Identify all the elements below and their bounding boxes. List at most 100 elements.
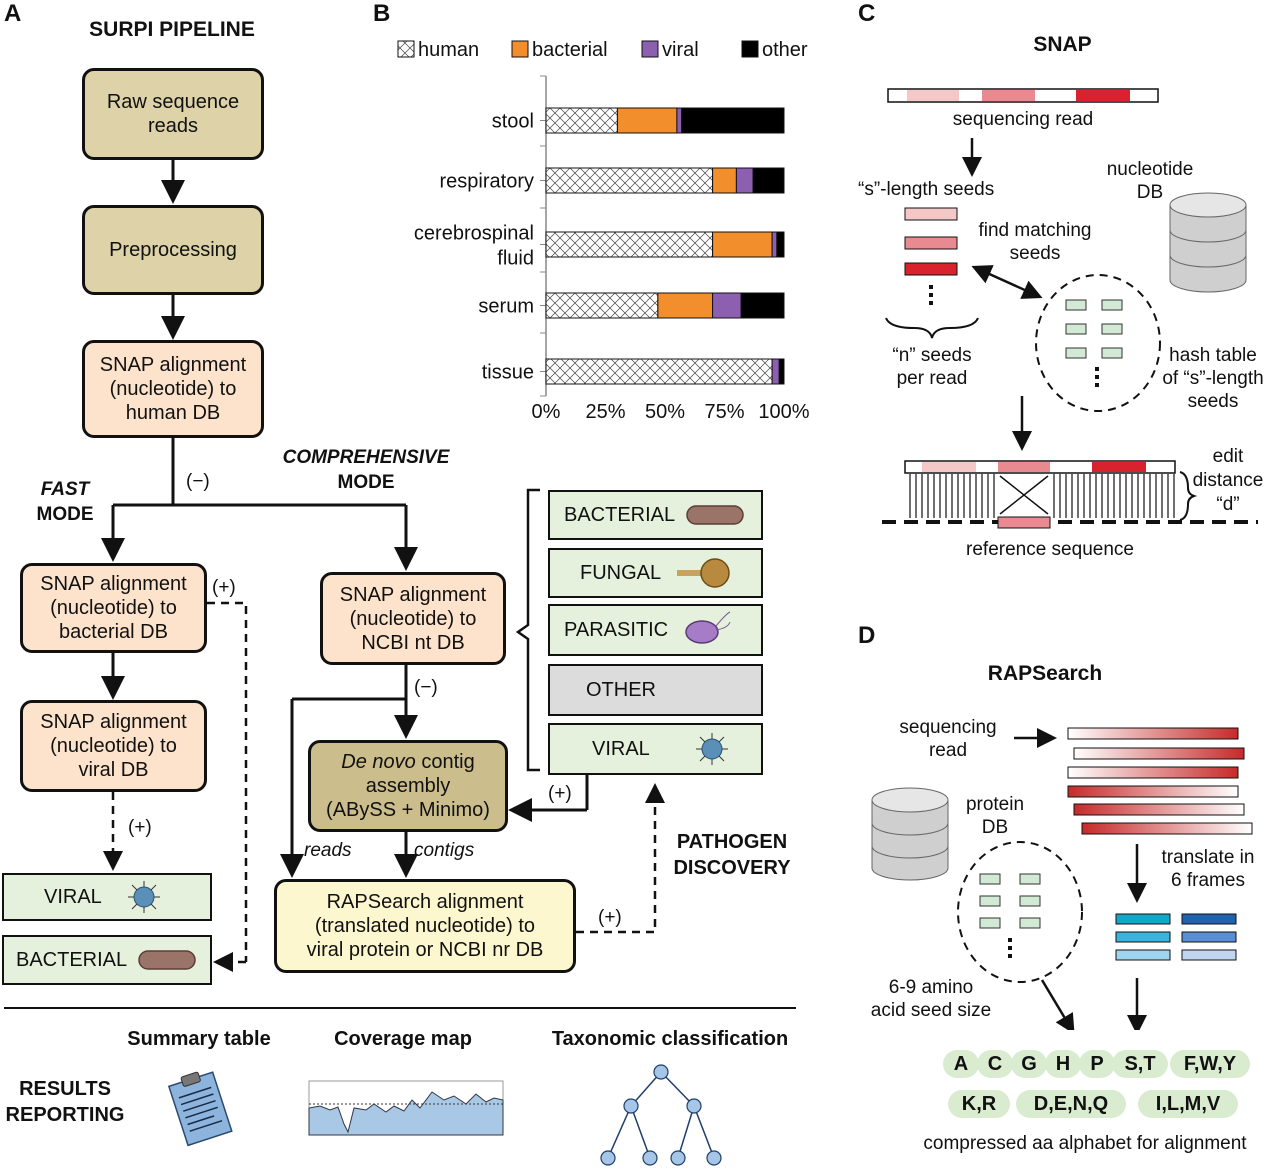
comp-result-bacterial-label: BACTERIAL (564, 503, 676, 526)
fast-mode-label-2: MODE (36, 504, 94, 525)
taxonomy-tree-icon (600, 1064, 722, 1166)
aa-group: F,W,Y (1170, 1050, 1250, 1078)
legend-label-human: human (418, 39, 479, 61)
bar-segment-other (681, 107, 785, 134)
bar-segment-other (778, 358, 785, 385)
category-label: stool (492, 111, 534, 133)
contigs-label: contigs (414, 840, 475, 861)
bar-segment-other (752, 167, 785, 194)
virus-icon (127, 881, 160, 913)
snap-viral-box: SNAP alignment (nucleotide) to viral DB (20, 700, 207, 792)
plus-label-rapsearch: (+) (598, 907, 622, 928)
aa-group: D,E,N,Q (1016, 1090, 1126, 1118)
legend-label-viral: viral (662, 39, 699, 61)
panel-a-connectors (4, 160, 796, 1009)
results-reporting-label: RESULTS REPORTING (5, 1078, 125, 1126)
aa-group: C (977, 1050, 1013, 1078)
reads-label: reads (304, 840, 352, 861)
comprehensive-mode-label: COMPREHENSIVE (282, 447, 450, 468)
edit-distance-label: edit distance “d” (1192, 446, 1264, 515)
de-novo-italic: De novo (341, 751, 416, 773)
comp-result-other: OTHER (548, 664, 763, 716)
x-tick-label: 75% (704, 401, 744, 423)
aa-group: A (943, 1050, 979, 1078)
bar-segment-bacterial (616, 107, 678, 134)
coverage-map-label: Coverage map (334, 1028, 472, 1050)
bar-segment-bacterial (657, 292, 714, 319)
summary-table-label: Summary table (127, 1028, 271, 1050)
fast-result-viral: VIRAL (2, 873, 212, 921)
x-tick-label: 50% (645, 401, 685, 423)
comp-result-parasitic: PARASITIC (548, 604, 763, 656)
translate-label: translate in 6 frames (1161, 847, 1255, 891)
fungus-icon (677, 558, 730, 588)
de-novo-box: De novo contig assembly (ABySS + Minimo) (308, 740, 508, 832)
bar-segment-human (545, 167, 714, 194)
category-label: fluid (497, 248, 534, 270)
legend-label-bacterial: bacterial (532, 39, 608, 61)
preprocessing-box: Preprocessing (82, 205, 264, 295)
x-tick-label: 0% (532, 401, 561, 423)
comp-result-bacterial: BACTERIAL (548, 490, 763, 540)
nucleotide-db-label: nucleotide DB (1106, 159, 1194, 203)
s-seeds-label: “s”-length seeds (858, 179, 995, 200)
comprehensive-mode-label-2: MODE (337, 472, 395, 493)
comp-result-viral-label: VIRAL (592, 737, 650, 760)
category-label: cerebrospinal (414, 223, 534, 245)
legend-swatch-viral (641, 40, 659, 58)
raw-reads-box: Raw sequence reads (82, 68, 264, 160)
bar-segment-human (545, 292, 659, 319)
comp-result-fungal-label: FUNGAL (580, 561, 662, 584)
x-tick-label: 100% (758, 401, 809, 423)
minus-label-human: (−) (186, 471, 210, 492)
aa-group: K,R (948, 1090, 1010, 1118)
de-novo-rest: contig assembly (ABySS + Minimo) (326, 751, 490, 821)
bar-segment-human (545, 358, 773, 385)
panel-label-d: D (858, 622, 876, 649)
bar-segment-other (740, 292, 785, 319)
seed-size-label: 6-9 amino acid seed size (870, 977, 992, 1021)
legend-swatch-other (741, 40, 759, 58)
aa-group: P (1079, 1050, 1115, 1078)
legend-swatch-bacterial (511, 40, 529, 58)
fast-result-viral-label: VIRAL (44, 885, 102, 908)
protein-db-icon (871, 787, 949, 881)
aa-group: G (1011, 1050, 1047, 1078)
nucleotide-db-icon (1169, 192, 1247, 293)
snap-sequencing-read-label: sequencing read (952, 109, 1094, 130)
rapsearch-sequencing-read-label: sequencing read (899, 717, 997, 761)
comp-result-viral: VIRAL (548, 723, 763, 775)
panel-label-b: B (373, 0, 391, 27)
legend-swatch-human (397, 40, 415, 58)
comp-result-parasitic-label: PARASITIC (564, 618, 669, 641)
minus-label-nt: (−) (414, 677, 438, 698)
aa-group: S,T (1112, 1050, 1168, 1078)
rapsearch-alignment-box: RAPSearch alignment (translated nucleoti… (274, 879, 576, 973)
bar-segment-viral (771, 358, 780, 385)
fast-result-bacterial-label: BACTERIAL (16, 948, 128, 971)
pathogen-discovery-label: PATHOGEN DISCOVERY (673, 831, 791, 879)
snap-human-box: SNAP alignment (nucleotide) to human DB (82, 340, 264, 438)
clipboard-icon (167, 1071, 233, 1147)
fast-mode-label: FAST (40, 479, 90, 500)
compressed-alphabet-label: compressed aa alphabet for alignment (923, 1133, 1247, 1154)
legend-label-other: other (762, 39, 808, 61)
protein-db-label: protein DB (965, 794, 1025, 838)
bacterium-icon (138, 950, 196, 970)
bacterium-icon (686, 505, 744, 525)
bar-segment-bacterial (712, 231, 773, 258)
surpi-title: SURPI PIPELINE (89, 18, 255, 41)
bar-segment-viral (712, 292, 742, 319)
find-matching-label: find matching seeds (978, 220, 1092, 264)
reference-sequence-label: reference sequence (966, 539, 1134, 560)
rapsearch-title: RAPSearch (987, 662, 1103, 685)
bar-segment-other (776, 231, 785, 258)
snap-diagram (882, 88, 1258, 529)
bar-segment-human (545, 107, 618, 134)
category-label: serum (478, 296, 534, 318)
hash-table-label: hash table of “s”-length seeds (1162, 345, 1264, 412)
snap-bacterial-box: SNAP alignment (nucleotide) to bacterial… (20, 563, 207, 653)
n-seeds-label: “n” seeds per read (892, 345, 972, 389)
category-label: tissue (482, 362, 534, 384)
